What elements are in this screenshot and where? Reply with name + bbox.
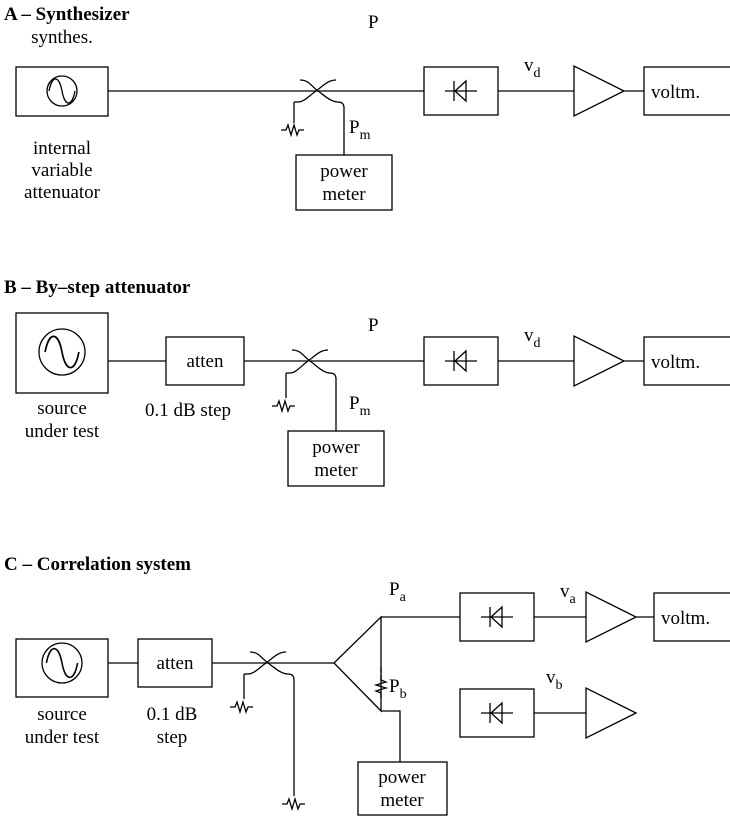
source-label-2: under test (25, 727, 100, 748)
voltmeter-box: voltm. (643, 336, 730, 386)
sine-source-icon (41, 642, 83, 684)
attenuator-note-line-1: internal (33, 138, 91, 159)
power-a-label: Pa (389, 579, 407, 605)
termination-resistor-icon (280, 124, 305, 136)
directional-coupler (280, 79, 345, 155)
atten-label: atten (187, 351, 224, 372)
synthesizer-label: synthes. (31, 27, 93, 48)
detector-box (423, 66, 499, 116)
termination-resistor-icon-2 (281, 798, 306, 810)
step-label: 0.1 dB step (145, 400, 231, 421)
source-box (15, 638, 109, 698)
splitter-resistor-icon (375, 674, 387, 699)
meter-power-label: Pm (349, 117, 371, 143)
voltage-b-label: vb (546, 667, 563, 693)
detector-voltage-label: vd (524, 325, 541, 351)
attenuator-note-line-2: variable (31, 160, 92, 181)
amplifier-a-icon (585, 590, 638, 644)
power-splitter (333, 615, 387, 713)
voltmeter-label: voltm. (661, 608, 710, 629)
meter-power-label: Pm (349, 393, 371, 419)
section-a-synthesizer: A – Synthesizer synthes. P Pm power mete… (4, 4, 730, 211)
synthesizer-box (15, 66, 109, 117)
amplifier-icon (573, 334, 626, 388)
power-meter-label-2: meter (314, 460, 358, 481)
amplifier-b-icon (585, 686, 638, 740)
voltmeter-label: voltm. (651, 352, 700, 373)
step-label-2: step (157, 727, 188, 748)
detector-box (423, 336, 499, 386)
power-meter-label-2: meter (380, 790, 424, 811)
voltmeter-label: voltm. (651, 82, 700, 103)
power-meter-box: power meter (357, 761, 448, 816)
power-meter-box: power meter (295, 154, 393, 211)
source-label-2: under test (25, 421, 100, 442)
attenuator-note-line-3: attenuator (24, 182, 101, 203)
source-label-1: source (37, 704, 87, 725)
power-meter-label-2: meter (322, 184, 366, 205)
source-label-1: source (37, 398, 87, 419)
termination-resistor-icon (271, 400, 296, 412)
section-b-title: B – By–step attenuator (4, 277, 191, 298)
termination-resistor-icon (229, 701, 254, 713)
section-b-step-attenuator: B – By–step attenuator source under test… (4, 277, 730, 487)
voltage-a-label: va (560, 581, 577, 607)
attenuator-box: atten (137, 638, 213, 688)
step-label-1: 0.1 dB (147, 704, 198, 725)
power-meter-label-1: power (312, 437, 360, 458)
amplifier-icon (573, 64, 626, 118)
power-label: P (368, 315, 379, 336)
sine-source-icon (46, 75, 78, 107)
source-box (15, 312, 109, 394)
directional-coupler (229, 651, 306, 810)
detector-voltage-label: vd (524, 55, 541, 81)
detector-b-box (459, 688, 535, 738)
section-c-correlation-system: C – Correlation system source under test… (4, 554, 730, 816)
power-label: P (368, 12, 379, 33)
power-b-label: Pb (389, 676, 407, 702)
section-a-title: A – Synthesizer (4, 4, 130, 25)
atten-label: atten (157, 653, 194, 674)
section-c-title: C – Correlation system (4, 554, 191, 575)
directional-coupler (271, 349, 337, 431)
power-meter-box: power meter (287, 430, 385, 487)
power-meter-label-1: power (320, 161, 368, 182)
attenuator-box: atten (165, 336, 245, 386)
voltmeter-box: voltm. (653, 592, 730, 642)
sine-source-icon (38, 328, 86, 376)
voltmeter-box: voltm. (643, 66, 730, 116)
detector-a-box (459, 592, 535, 642)
power-meter-label-1: power (378, 767, 426, 788)
